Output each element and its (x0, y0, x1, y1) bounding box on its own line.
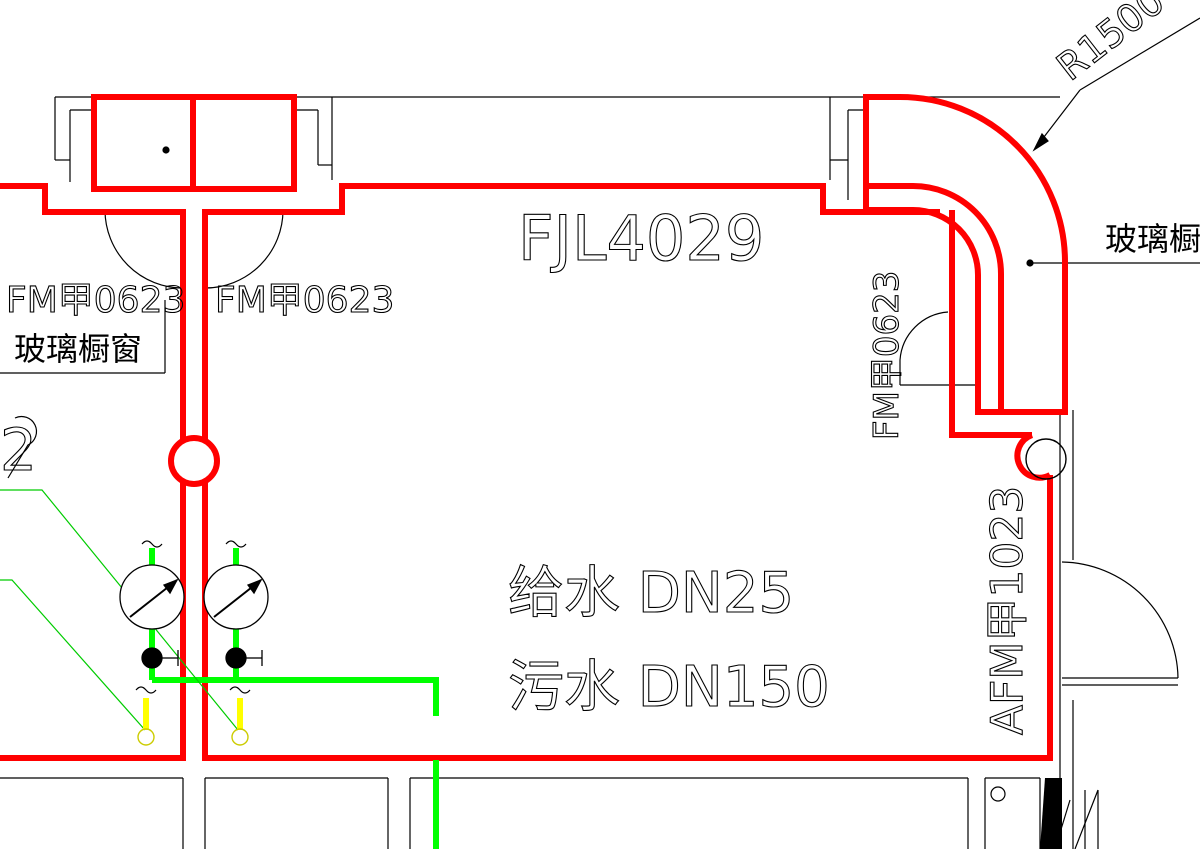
red-wall-outline (0, 94, 1068, 761)
floor-drain-icon (137, 728, 155, 746)
window-label-left: 玻璃橱窗 (14, 330, 142, 368)
water-meter-icon (203, 564, 269, 630)
water-supply-label: 给水 DN25 (508, 561, 794, 626)
room-code-label: FJL4029 (518, 202, 764, 275)
door-label-right-main: AFM甲1023 (982, 486, 1033, 735)
edge-mark-label: 2 (0, 416, 37, 484)
water-supply-pipes (149, 548, 439, 849)
window-label-right: 玻璃橱 (1105, 220, 1200, 258)
break-marks (135, 540, 251, 694)
drain-pipes (143, 698, 243, 730)
floor-drain-icon (231, 728, 249, 746)
radius-label: R1500 (1048, 0, 1172, 89)
leader-lines (0, 489, 239, 731)
water-meter-icon (119, 564, 185, 630)
door-hinge-mark (1040, 778, 1062, 849)
door-label-left-b: FM甲0623 (215, 280, 394, 321)
valve-icon (225, 647, 247, 669)
door-label-right-top: FM甲0623 (867, 271, 907, 440)
valve-icon (141, 647, 163, 669)
water-meter-icons (119, 564, 269, 630)
floor-drain-icons (137, 728, 249, 746)
column-circle (1025, 438, 1067, 480)
valve-icons (141, 647, 263, 669)
door-label-left-a: FM甲0623 (6, 280, 185, 321)
sewage-label: 污水 DN150 (508, 655, 830, 720)
architectural-linework (0, 17, 1200, 849)
